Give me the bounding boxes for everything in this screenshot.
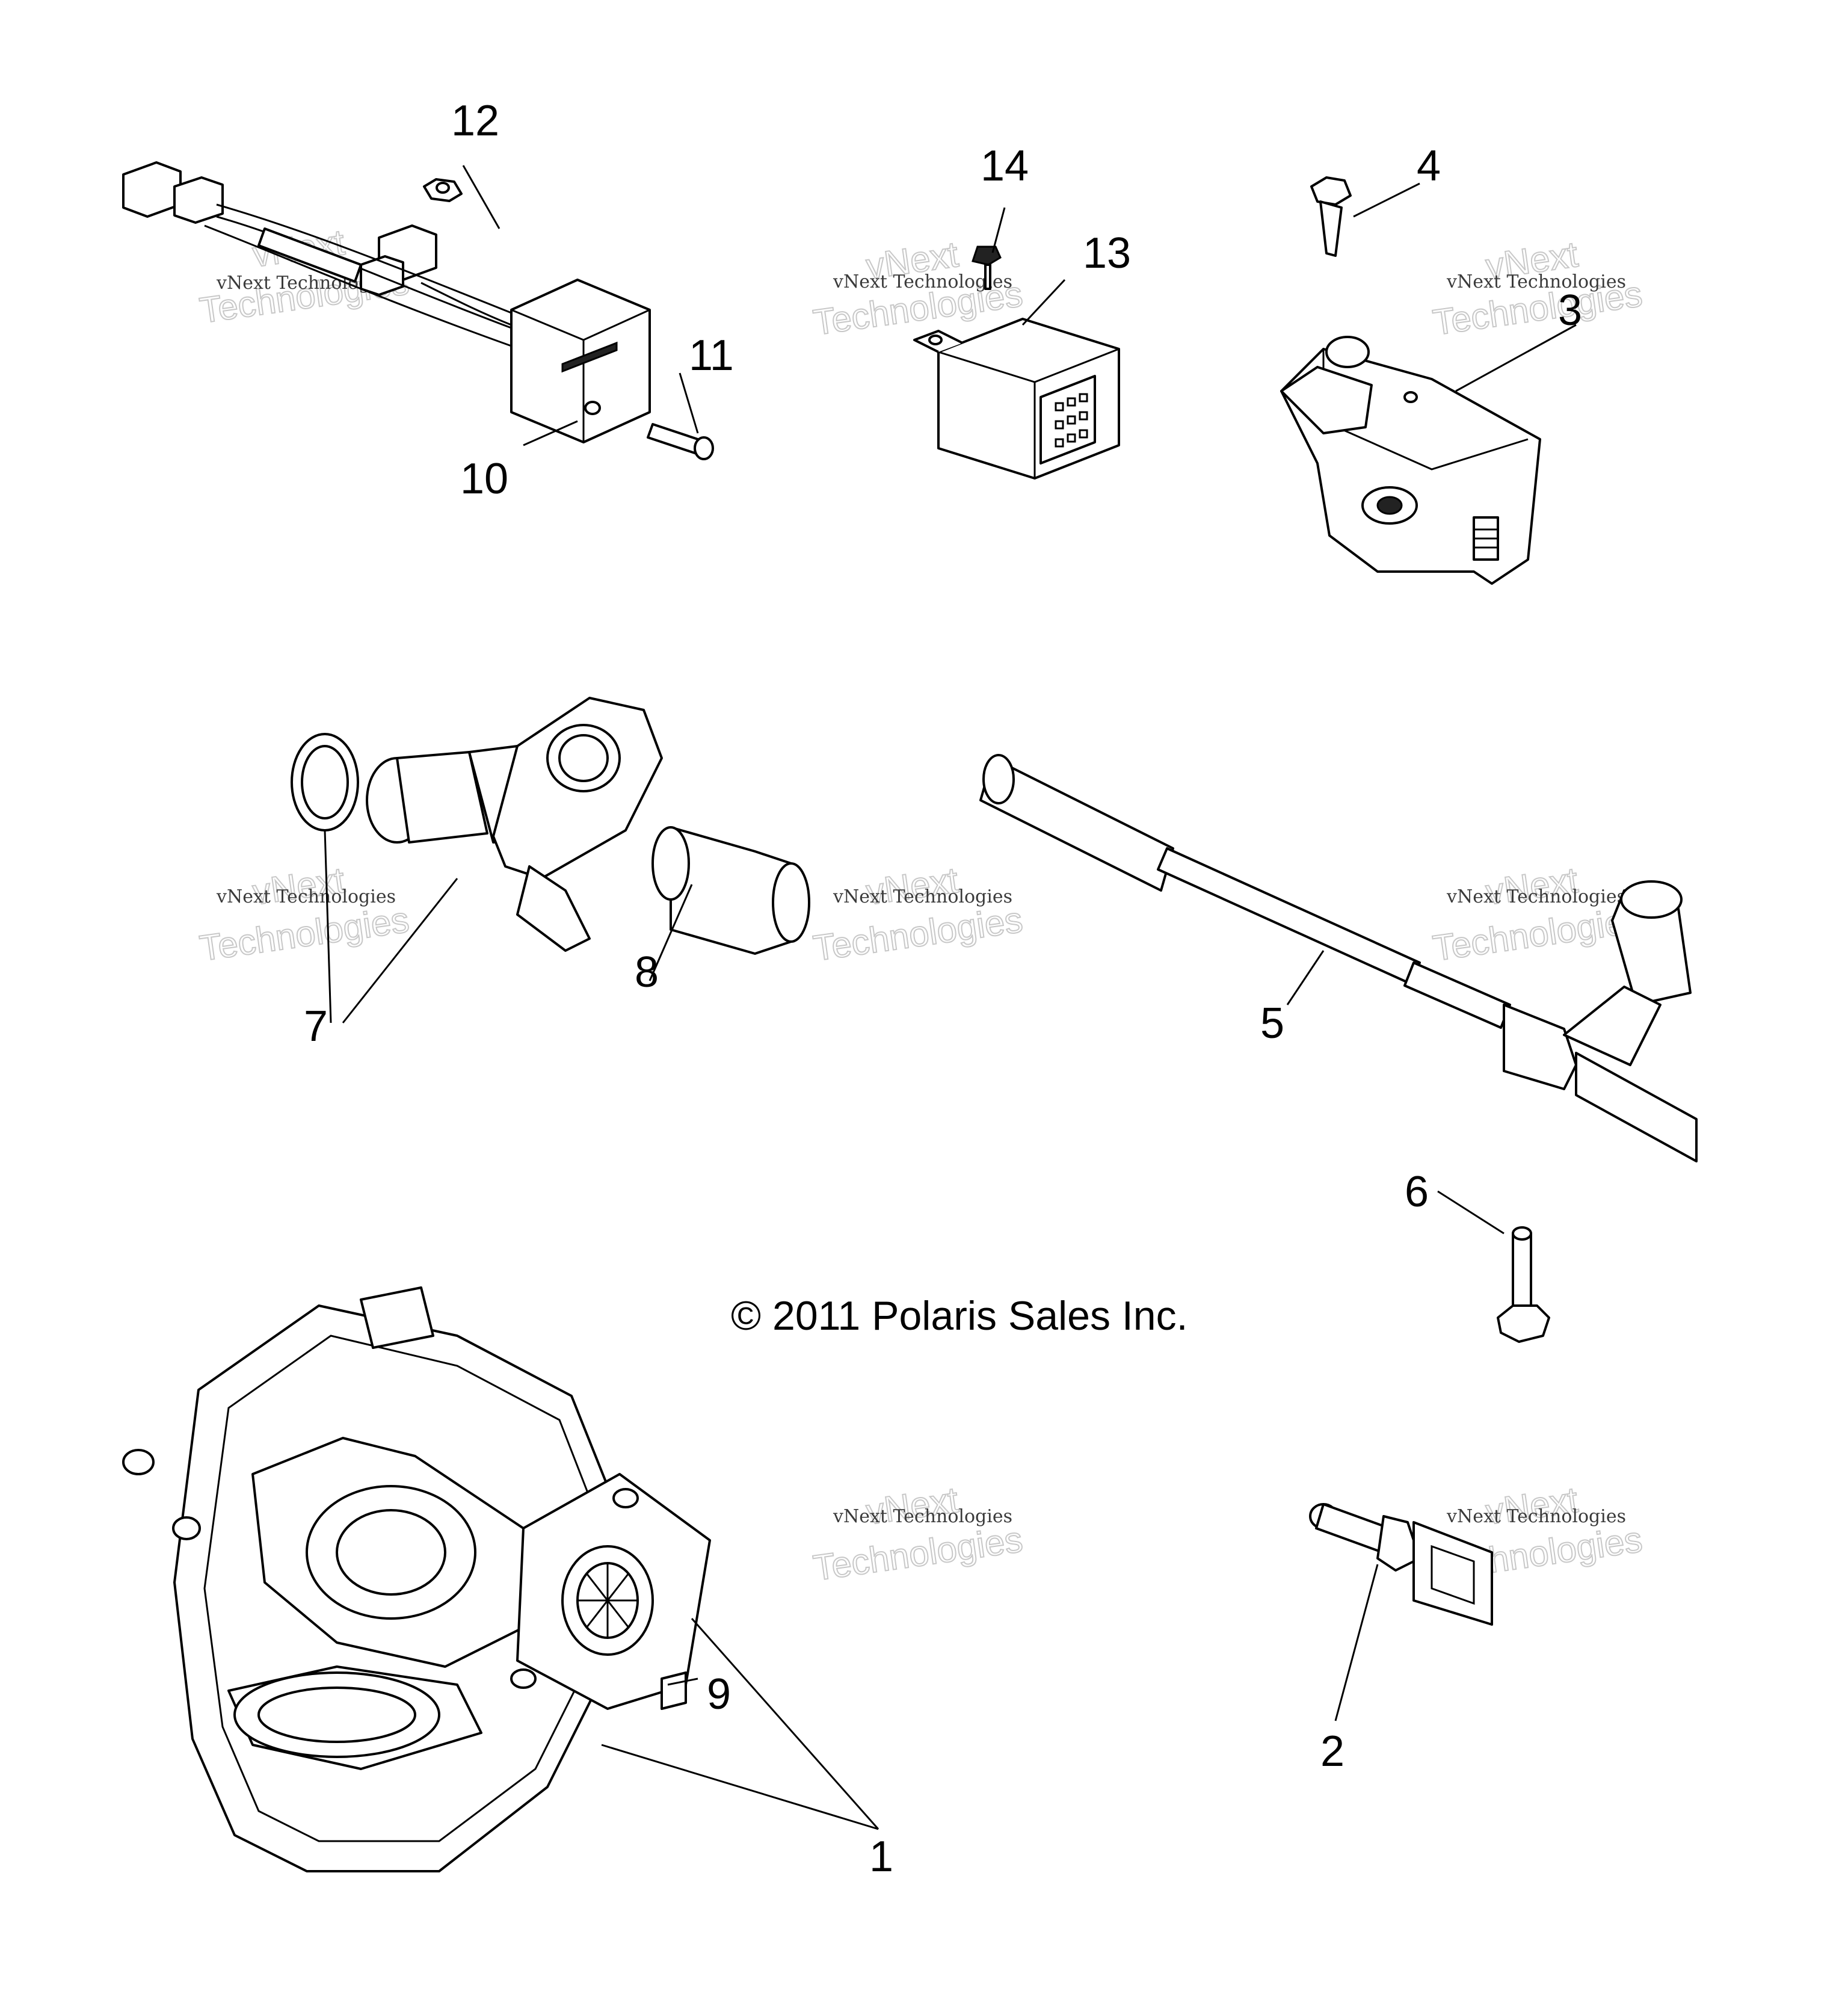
bolt-6-part (1497, 1226, 1550, 1343)
temp-sensor-part (1309, 1503, 1493, 1626)
svg-text:Technologies: Technologies (1431, 900, 1645, 969)
callout-3: 3 (1558, 286, 1582, 335)
callout-2: 2 (1320, 1727, 1344, 1776)
wiring-harness-part (122, 161, 714, 460)
watermark-6: vNext Technologies (1430, 859, 1645, 969)
throttle-body-part (122, 1286, 711, 1872)
watermark-5: vNext Technologies (810, 859, 1026, 969)
position-sensor-part (291, 697, 810, 955)
watermark-8: vNext Technologies (810, 1479, 1026, 1589)
leader-lines (324, 165, 1577, 1830)
callout-4: 4 (1417, 142, 1441, 190)
watermark-text-8: vNext Technologies (833, 1506, 1012, 1527)
callout-12: 12 (451, 97, 499, 145)
callout-11: 11 (689, 332, 734, 380)
speed-sensor-part (979, 754, 1698, 1162)
svg-text:Technologies: Technologies (811, 900, 1025, 969)
relay-module-part (913, 245, 1120, 480)
watermark-text-9: vNext Technologies (1446, 1506, 1626, 1527)
watermark-text-2: vNext Technologies (833, 271, 1012, 292)
callout-14: 14 (981, 142, 1029, 190)
relay-pin-grid (1055, 393, 1088, 448)
callout-1: 1 (869, 1833, 893, 1881)
callout-10: 10 (460, 455, 508, 503)
callout-7: 7 (304, 1002, 328, 1051)
watermark-4: vNext Technologies (197, 859, 412, 969)
watermark-text-4: vNext Technologies (216, 886, 396, 907)
svg-text:Technologies: Technologies (811, 1519, 1025, 1588)
callout-13: 13 (1083, 229, 1131, 277)
watermark-text-6: vNext Technologies (1446, 886, 1626, 907)
callout-9: 9 (707, 1670, 731, 1718)
watermark-text-5: vNext Technologies (833, 886, 1012, 907)
map-sensor-part (1280, 176, 1541, 585)
callout-labels: 1 2 3 4 5 6 7 8 9 10 11 12 13 14 (304, 97, 1582, 1881)
copyright-notice: © 2011 Polaris Sales Inc. (731, 1293, 1187, 1339)
watermark-text-3: vNext Technologies (1446, 271, 1626, 292)
callout-5: 5 (1260, 999, 1284, 1048)
callout-8: 8 (635, 948, 659, 996)
callout-6: 6 (1405, 1168, 1429, 1216)
svg-text:Technologies: Technologies (197, 900, 411, 969)
